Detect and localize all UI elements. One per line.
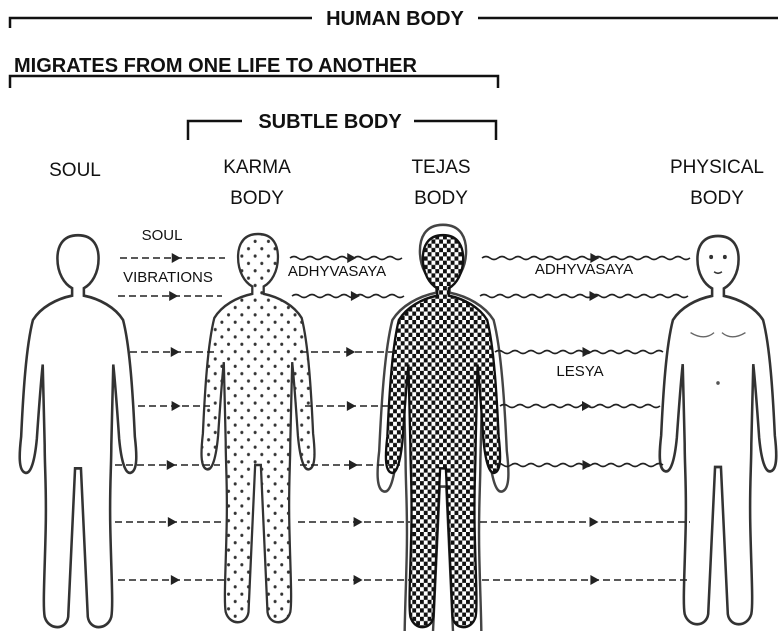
physical-label-line2: BODY: [690, 188, 744, 209]
vibration-line: [482, 257, 690, 260]
vibration-line: [500, 405, 660, 408]
migrates-heading: MIGRATES FROM ONE LIFE TO ANOTHER: [14, 55, 418, 77]
soul-figure: [20, 235, 137, 627]
vibration-arrowhead: [347, 253, 356, 263]
subtle-body-heading: SUBTLE BODY: [258, 111, 402, 133]
human-body-heading: HUMAN BODY: [326, 8, 464, 30]
vibration-arrowhead: [590, 517, 599, 527]
adhyvasaya-right-label: ADHYVASAYA: [535, 261, 633, 278]
lesya-label: LESYA: [556, 363, 603, 380]
vibration-arrowhead: [346, 347, 355, 357]
vibration-arrowhead: [172, 253, 181, 263]
physical-label-line1: PHYSICAL: [670, 157, 764, 178]
karma-body-figure: [202, 234, 315, 622]
soul-label: SOUL: [49, 160, 101, 181]
vibration-arrowhead: [351, 291, 360, 301]
vibration-arrowhead: [171, 575, 180, 585]
vibration-arrowhead: [171, 347, 180, 357]
vibration-arrowhead: [590, 291, 599, 301]
vibration-arrowhead: [583, 347, 592, 357]
vibration-arrowhead: [349, 460, 358, 470]
vibration-arrowhead: [168, 517, 177, 527]
vibration-line: [292, 295, 404, 298]
vibration-line: [290, 257, 402, 260]
vibration-line: [495, 464, 663, 467]
vibration-arrowhead: [172, 401, 181, 411]
vibration-arrowhead: [354, 575, 363, 585]
vibration-arrowhead: [354, 517, 363, 527]
migrates-underline: [10, 76, 498, 88]
vibration-arrowhead: [590, 575, 599, 585]
soul-vibrations-label-line2: VIBRATIONS: [123, 269, 213, 286]
vibration-line: [480, 295, 688, 298]
tejas-label-line2: BODY: [414, 188, 468, 209]
vibration-arrowhead: [583, 460, 592, 470]
vibration-arrowhead: [167, 460, 176, 470]
soul-vibrations-label-line1: SOUL: [142, 227, 183, 244]
karma-label-line2: BODY: [230, 188, 284, 209]
vibration-arrowhead: [169, 291, 178, 301]
vibration-line: [495, 351, 663, 354]
vibration-arrowhead: [582, 401, 591, 411]
karma-label-line1: KARMA: [223, 157, 291, 178]
vibration-arrowhead: [347, 401, 356, 411]
tejas-label-line1: TEJAS: [411, 157, 470, 178]
adhyvasaya-left-label: ADHYVASAYA: [288, 263, 386, 280]
